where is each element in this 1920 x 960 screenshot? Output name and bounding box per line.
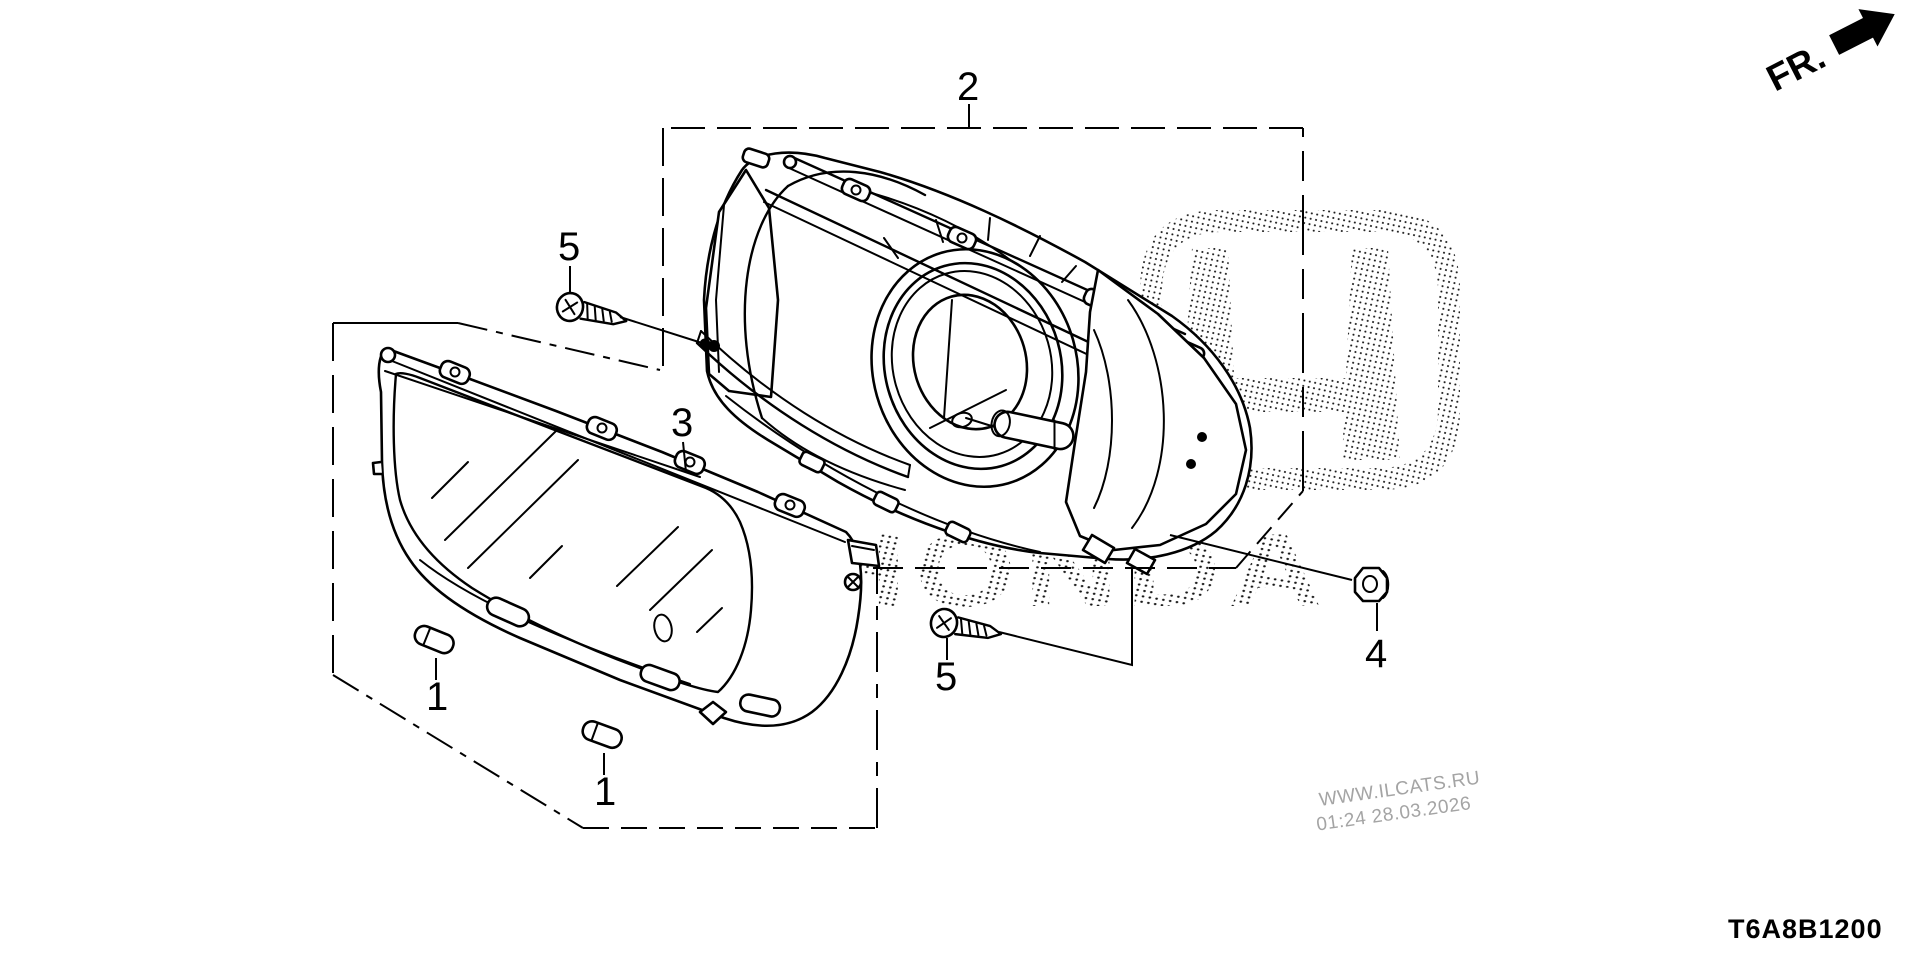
- leader-lines: [435, 104, 1378, 775]
- needle-lines: [929, 299, 1007, 429]
- screw-a-drawing: [555, 291, 628, 326]
- glass-shine-lines: [431, 430, 723, 633]
- connector-stud: [990, 409, 1075, 451]
- fr-direction-indicator: FR.: [1760, 9, 1895, 100]
- diagram-code: T6A8B1200: [1728, 914, 1883, 944]
- callout-boundaries: [332, 127, 1304, 829]
- part-label-1a[interactable]: 1: [426, 675, 448, 719]
- case-lens-drawing: [371, 346, 881, 750]
- lens-oval-hole: [653, 613, 673, 643]
- screw-hole-dot: [708, 340, 720, 352]
- fr-label-text: FR.: [1760, 36, 1832, 100]
- screw-b-drawing: [929, 607, 1003, 640]
- rail-clips: [438, 359, 807, 519]
- fr-arrow-icon: [1829, 9, 1895, 55]
- mounting-feet: [798, 450, 972, 544]
- meter-assembly-drawing: [695, 147, 1253, 576]
- bulb-clip-b: [581, 719, 623, 750]
- part-label-1b[interactable]: 1: [594, 770, 616, 814]
- part-label-3[interactable]: 3: [671, 401, 693, 445]
- edge-tabs: [371, 460, 881, 726]
- part-label-2[interactable]: 2: [957, 65, 979, 109]
- bulb-clip-a: [413, 624, 455, 655]
- site-watermark: WWW.ILCATS.RU 01:24 28.03.2026: [1315, 768, 1481, 836]
- nut-drawing: [1353, 566, 1390, 603]
- part-label-4[interactable]: 4: [1365, 632, 1387, 676]
- part-label-5b[interactable]: 5: [935, 655, 957, 699]
- part-label-5a[interactable]: 5: [558, 225, 580, 269]
